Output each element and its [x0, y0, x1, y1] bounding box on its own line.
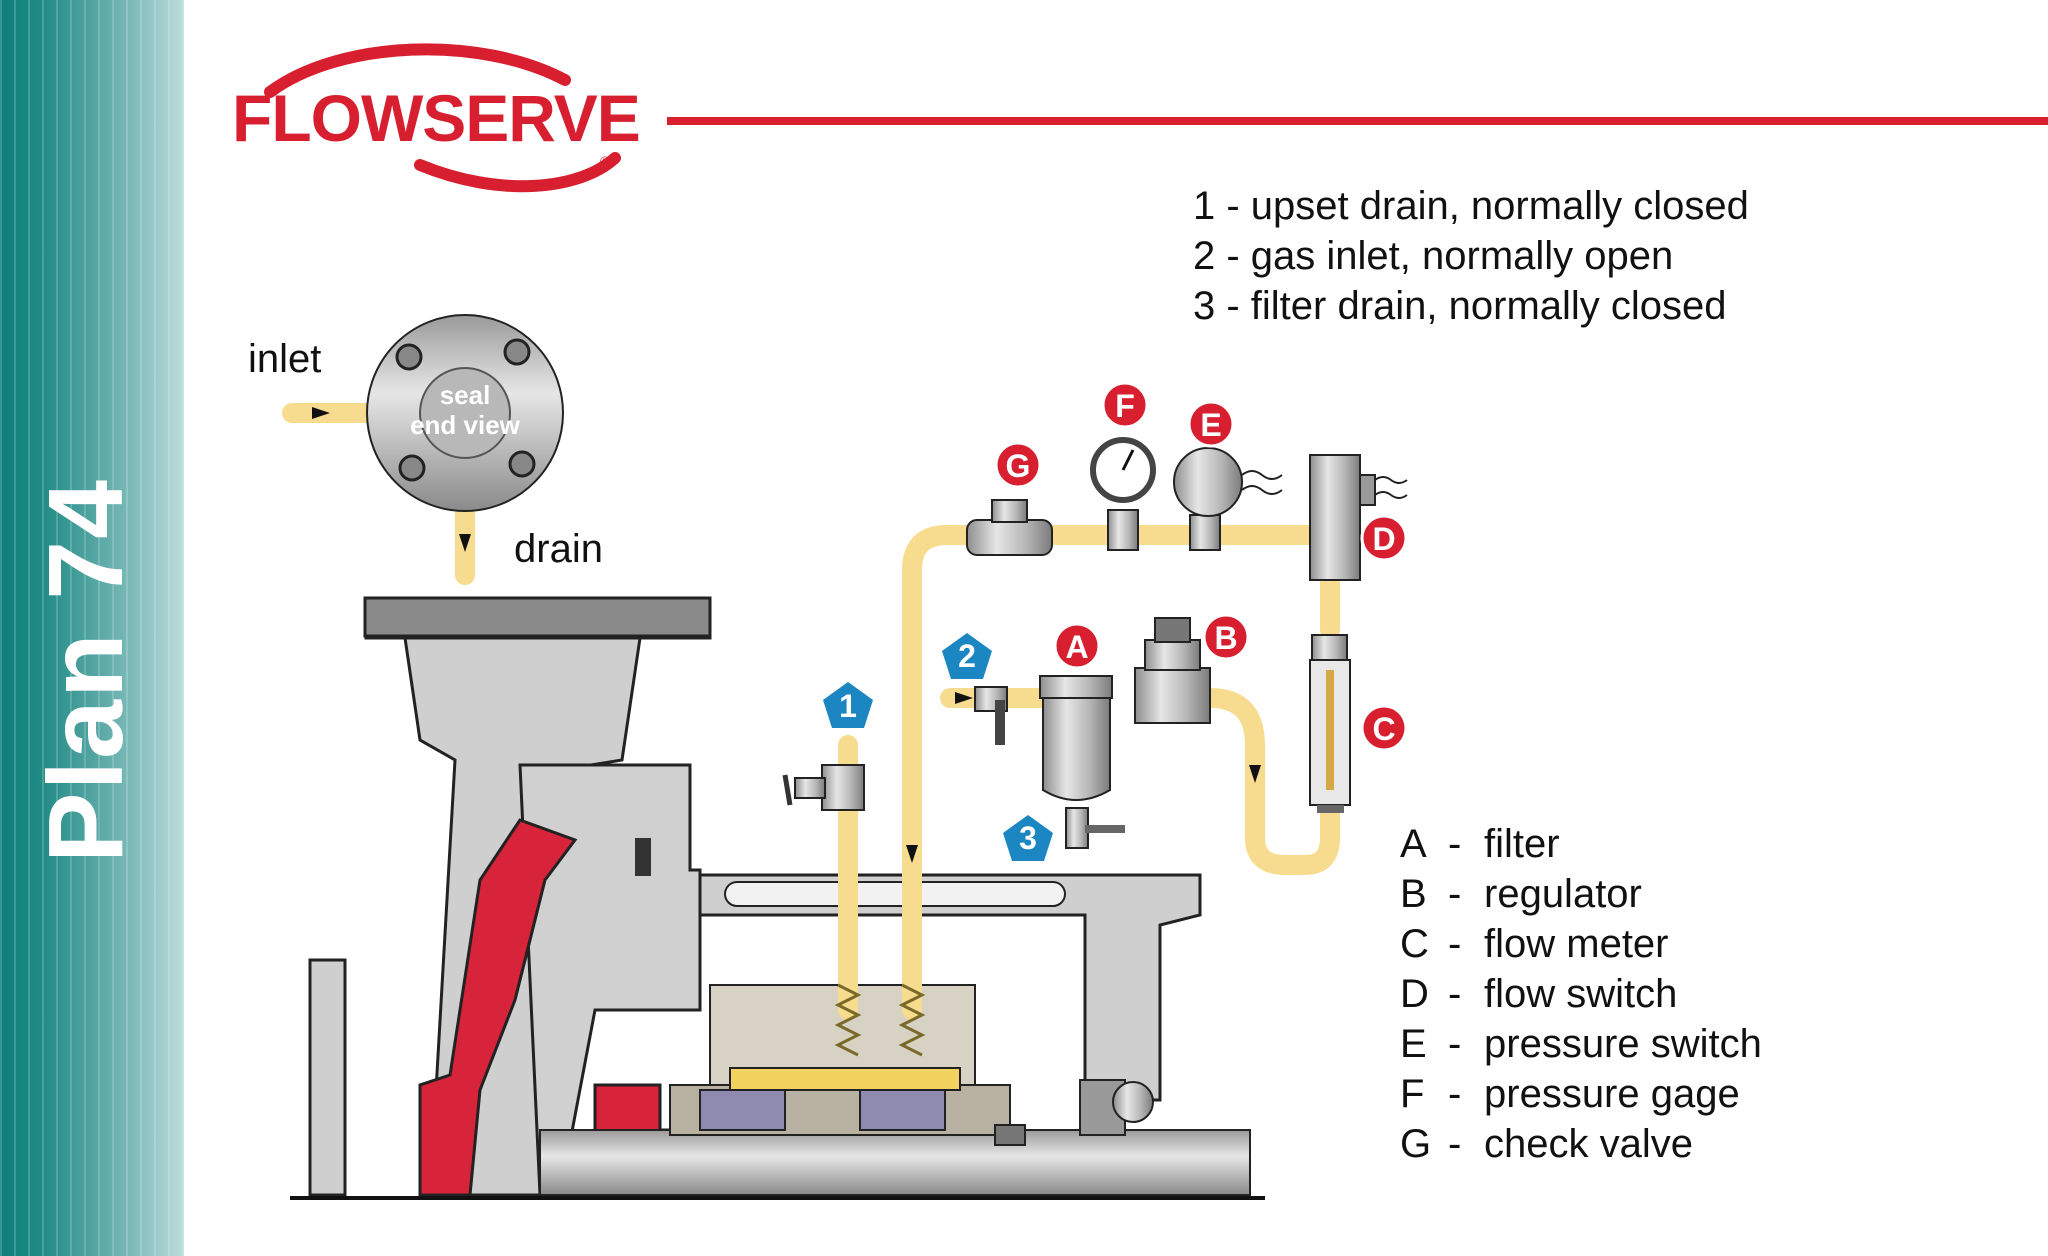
regulator-component — [1134, 617, 1211, 724]
marker-2-label: 2 — [958, 638, 976, 674]
legend-letter: B — [1400, 872, 1427, 916]
legend-name: filter — [1484, 822, 1560, 866]
component-legend-d: D-flow switch — [1400, 972, 1677, 1017]
legend-dash: - — [1448, 972, 1462, 1016]
marker-c-label: C — [1372, 711, 1395, 747]
check-valve-component — [966, 499, 1053, 556]
legend-dash: - — [1448, 1072, 1462, 1116]
component-legend-a: A-filter — [1400, 822, 1560, 867]
valve-legend-3: 3 - filter drain, normally closed — [1193, 284, 1727, 328]
legend-dash: - — [1448, 822, 1462, 866]
legend-letter: D — [1400, 972, 1429, 1016]
marker-C: C — [1360, 704, 1408, 752]
marker-B: B — [1202, 613, 1250, 661]
valve-2 — [974, 686, 1008, 745]
flow-switch-component — [1309, 454, 1408, 581]
seal-end-view — [366, 314, 564, 512]
discharge-flange — [363, 596, 712, 638]
legend-name: flow meter — [1484, 922, 1669, 966]
legend-letter: A — [1400, 822, 1427, 866]
legend-letter: F — [1400, 1072, 1425, 1116]
drain-label: drain — [514, 527, 603, 571]
component-legend-e: E-pressure switch — [1400, 1022, 1762, 1067]
marker-g-label: G — [1006, 448, 1031, 484]
flow-meter-component — [1309, 634, 1351, 813]
marker-a-label: A — [1065, 629, 1088, 665]
logo-wordmark: FLOWSERVE — [232, 81, 641, 155]
valve-legend-1: 1 - upset drain, normally closed — [1193, 184, 1749, 228]
sidebar-stripes — [0, 0, 184, 1256]
legend-name: pressure gage — [1484, 1072, 1740, 1116]
marker-G: G — [994, 441, 1042, 489]
pressure-switch-component — [1173, 447, 1283, 551]
legend-dash: - — [1448, 1022, 1462, 1066]
legend-dash: - — [1448, 872, 1462, 916]
valve-legend-2: 2 - gas inlet, normally open — [1193, 234, 1674, 278]
legend-name: pressure switch — [1484, 1022, 1762, 1066]
pressure-gage-component — [1090, 437, 1156, 551]
marker-F: F — [1101, 381, 1149, 429]
marker-d-label: D — [1372, 521, 1395, 557]
marker-1: 1 — [823, 682, 873, 728]
component-legend-b: B-regulator — [1400, 872, 1642, 917]
marker-e-label: E — [1200, 407, 1221, 443]
shaft — [539, 1129, 1251, 1196]
filter-component — [1039, 675, 1125, 849]
legend-dash: - — [1448, 1122, 1462, 1166]
seal-end-view-label-1: seal — [440, 380, 491, 410]
marker-A: A — [1053, 622, 1101, 670]
marker-3-label: 3 — [1019, 820, 1037, 856]
legend-name: regulator — [1484, 872, 1642, 916]
logo-registered-mark: ® — [600, 153, 611, 169]
sidebar-band — [0, 0, 184, 1256]
marker-3: 3 — [1003, 815, 1053, 861]
marker-D: D — [1360, 514, 1408, 562]
component-legend-g: G-check valve — [1400, 1122, 1693, 1167]
marker-E: E — [1187, 400, 1235, 448]
seal-end-view-label-2: end view — [410, 410, 521, 440]
component-legend-c: C-flow meter — [1400, 922, 1669, 967]
marker-b-label: B — [1214, 620, 1237, 656]
marker-2: 2 — [942, 633, 992, 679]
legend-dash: - — [1448, 922, 1462, 966]
flow-arrows — [312, 407, 1261, 863]
legend-name: check valve — [1484, 1122, 1693, 1166]
marker-1-label: 1 — [839, 688, 857, 724]
legend-name: flow switch — [1484, 972, 1678, 1016]
header-rule — [667, 117, 2048, 125]
valve-1 — [782, 764, 865, 811]
springs — [834, 983, 926, 1057]
inlet-label: inlet — [248, 337, 321, 381]
logo-swoosh — [264, 43, 621, 193]
legend-letter: C — [1400, 922, 1429, 966]
component-legend-f: F-pressure gage — [1400, 1072, 1740, 1117]
marker-f-label: F — [1115, 388, 1135, 424]
legend-letter: G — [1400, 1122, 1432, 1166]
legend-letter: E — [1400, 1022, 1427, 1066]
